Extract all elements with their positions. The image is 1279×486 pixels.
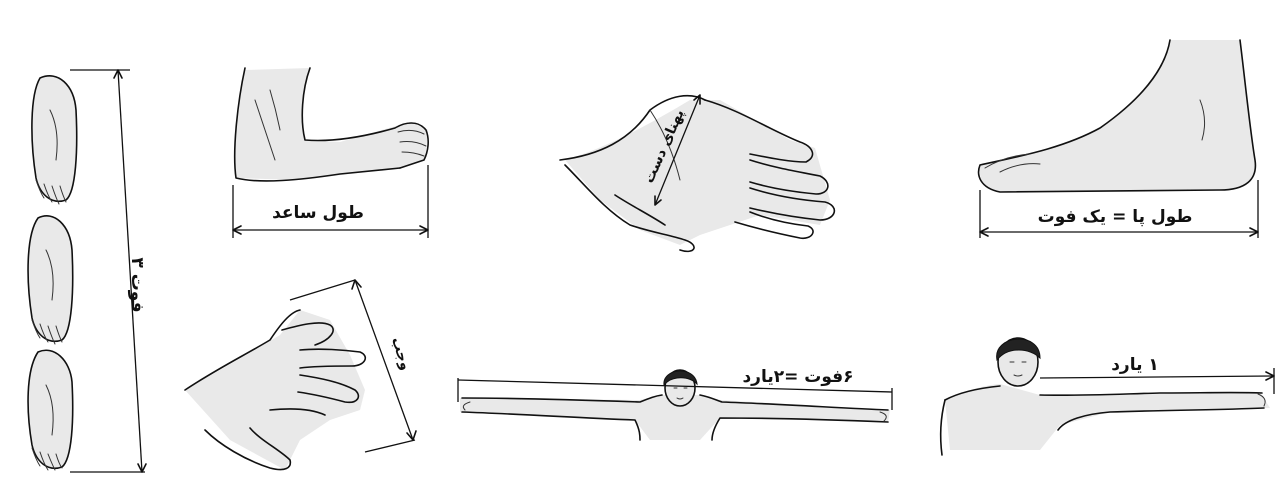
foot-length-figure: طول پا = یک فوت [979, 40, 1258, 238]
forearm-figure: طول ساعد [233, 68, 428, 238]
label-foot-length: طول پا = یک فوت [1038, 207, 1193, 227]
arm-span-figure: ۶فوت =۲یارد [458, 367, 892, 440]
label-three-feet: ۳ فوت [127, 257, 147, 312]
hand-width-figure: پهنای دست [560, 95, 834, 251]
label-one-yard: ۱ یارد [1111, 355, 1159, 375]
foot-top [32, 76, 77, 204]
span-figure: وجب [185, 280, 416, 470]
label-span: وجب [388, 335, 414, 372]
foot-bottom [28, 350, 73, 470]
label-six-feet-two-yards: ۶فوت =۲یارد [742, 367, 853, 387]
foot-middle [28, 216, 73, 344]
three-feet-figure: ۳ فوت [28, 70, 147, 472]
one-yard-person [941, 338, 1270, 455]
label-forearm-length: طول ساعد [272, 203, 364, 223]
one-yard-figure: ۱ یارد [941, 338, 1274, 455]
